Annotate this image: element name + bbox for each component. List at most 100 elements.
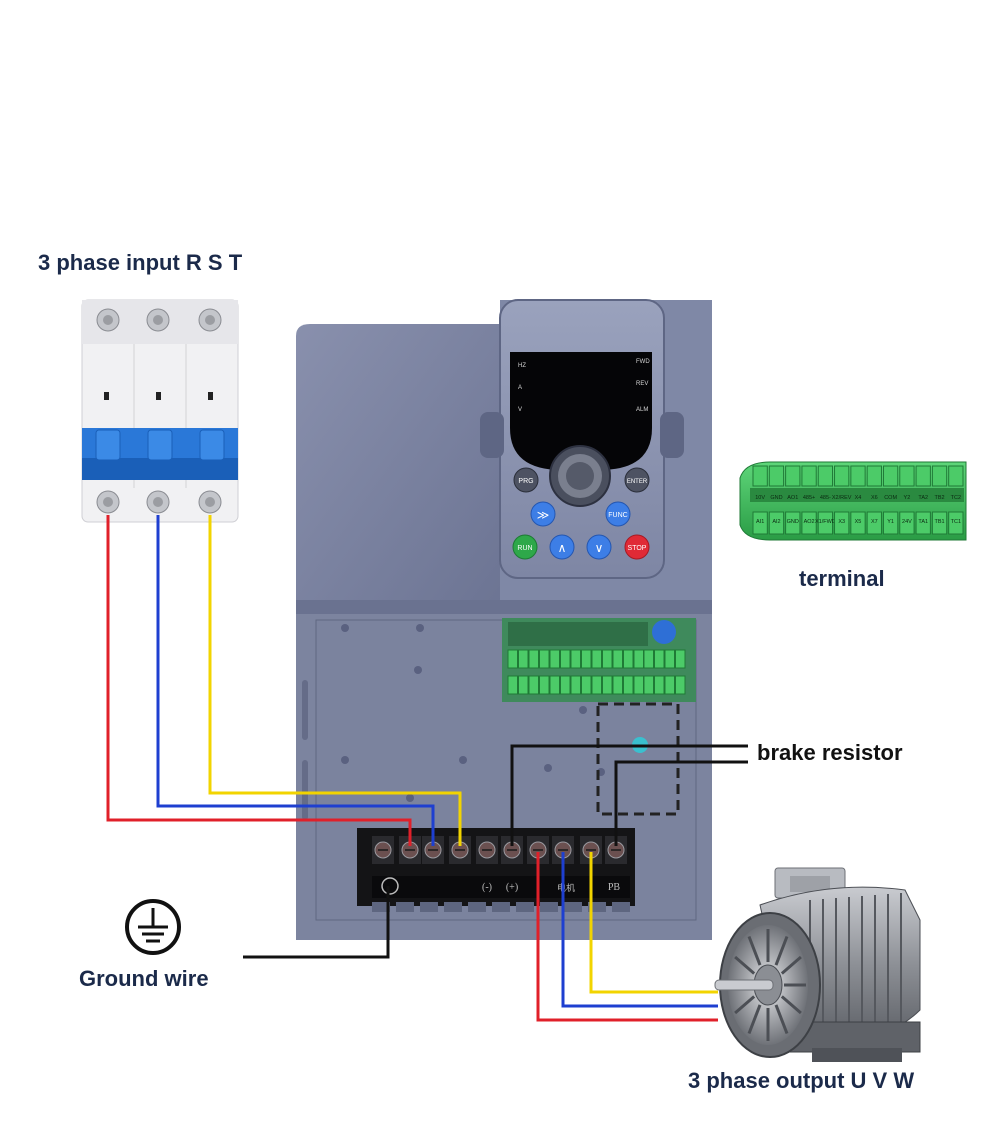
terminal-label-bottom: TA1 [918,519,928,525]
control-board [502,618,696,702]
terminal-slot-top [817,465,834,487]
terminal-label-top: X6 [871,495,878,501]
board-terminal [507,675,518,695]
terminal-label-top: TB2 [934,495,944,501]
board-relay-terminal [664,675,675,695]
terminal-label-bottom: X7 [871,519,878,525]
svg-text:STOP: STOP [628,545,647,552]
fin [420,902,438,912]
indicator-a: A [518,385,522,391]
indicator-alm: ALM [636,407,648,413]
board-relay-terminal [643,675,654,695]
stop-button[interactable]: STOP [624,534,650,560]
run-button[interactable]: RUN [512,534,538,560]
board-terminal [602,675,613,695]
terminal-label-top: X2/REV [832,495,852,501]
input-wire-t [208,515,462,846]
terminal-label-top: COM [884,495,897,501]
power-terminal-screws [372,836,627,864]
terminal-pb-label: PB [608,882,621,893]
terminal-label-bottom: AO2 [804,519,815,525]
power-terminal-block: (-) (+) 电机 PB [357,828,635,912]
terminal-label-top: TA2 [918,495,928,501]
display-screen [510,352,652,470]
terminal-motor-mark: 电机 [557,882,575,894]
fan-slot [747,1004,762,1035]
breaker-bottom-screws [96,490,222,514]
board-terminal [591,675,602,695]
indicator-rev: REV [636,381,648,387]
board-terminal [528,675,539,695]
shift-button[interactable]: ≫ [530,501,556,527]
ground-terminal-icon [381,877,399,895]
output-wire-w [589,852,718,994]
terminal-slot-top [931,465,948,487]
down-button[interactable]: ∨ [586,534,612,560]
board-terminal-blocks [507,649,686,695]
lower-fins [372,902,630,912]
electric-motor-icon [714,867,921,1062]
fin [516,902,534,912]
fan-slot [747,935,762,966]
terminal-slot-bottom [899,511,915,535]
terminal-slot-top [866,465,882,487]
board-terminal [612,649,623,669]
terminal-label-top: 10V [755,495,765,501]
svg-text:ENTER: ENTER [627,479,648,485]
input-wire-r [106,515,412,846]
terminal-slot-top [948,465,964,487]
fin [468,902,486,912]
fin [612,902,630,912]
terminal-slot-top [752,465,768,487]
output-wire-u [536,852,718,1022]
terminal-label-top: X4 [855,495,862,501]
board-relay-terminal [675,675,686,695]
terminal-label-bottom: GND [787,519,799,525]
terminal-slot-bottom [931,511,948,535]
func-button[interactable]: FUNC [605,501,631,527]
board-terminal [560,675,571,695]
prg-button[interactable]: PRG [513,467,539,493]
board-relay-terminal [675,649,686,669]
board-terminal [539,649,550,669]
terminal-minus-label: (-) [482,882,492,893]
terminal-slot-top [915,465,931,487]
motor-cooling-ribs [809,893,902,1025]
board-terminal [581,675,592,695]
terminal-plus-label: (+) [506,882,518,893]
board-terminal [591,649,602,669]
fin [564,902,582,912]
breaker-handles [82,428,238,480]
terminal-label-top: 485- [820,495,831,501]
terminal-slot-bottom [817,511,834,535]
keypad-panel: HZ A V FWD REV ALM PRG ENTER ≫ [480,299,684,579]
svg-text:FUNC: FUNC [608,512,627,519]
terminal-slot-top [801,465,817,487]
terminal-slot-top [834,465,850,487]
board-terminal [570,675,581,695]
terminal-slot-top [850,465,866,487]
fan-slot [774,935,789,966]
rotary-dial-icon[interactable] [549,445,611,507]
indicator-fwd: FWD [636,359,650,365]
svg-text:∧: ∧ [558,541,567,555]
board-terminal [507,649,518,669]
terminal-label-top: AO1 [787,495,798,501]
terminal-slot-bottom [834,511,850,535]
terminal-label: terminal [799,566,885,591]
fin [492,902,510,912]
indicator-hz: HZ [518,363,526,369]
enter-button[interactable]: ENTER [624,467,650,493]
board-terminal [528,649,539,669]
wiring [106,515,748,1022]
terminal-slot-top [785,465,801,487]
fan-slot [780,995,802,1015]
input-label: 3 phase input R S T [38,250,243,275]
svg-text:RUN: RUN [517,545,532,552]
up-button[interactable]: ∧ [549,534,575,560]
ground-symbol-icon [125,899,181,955]
fin [540,902,558,912]
circuit-breaker-icon [81,299,239,523]
